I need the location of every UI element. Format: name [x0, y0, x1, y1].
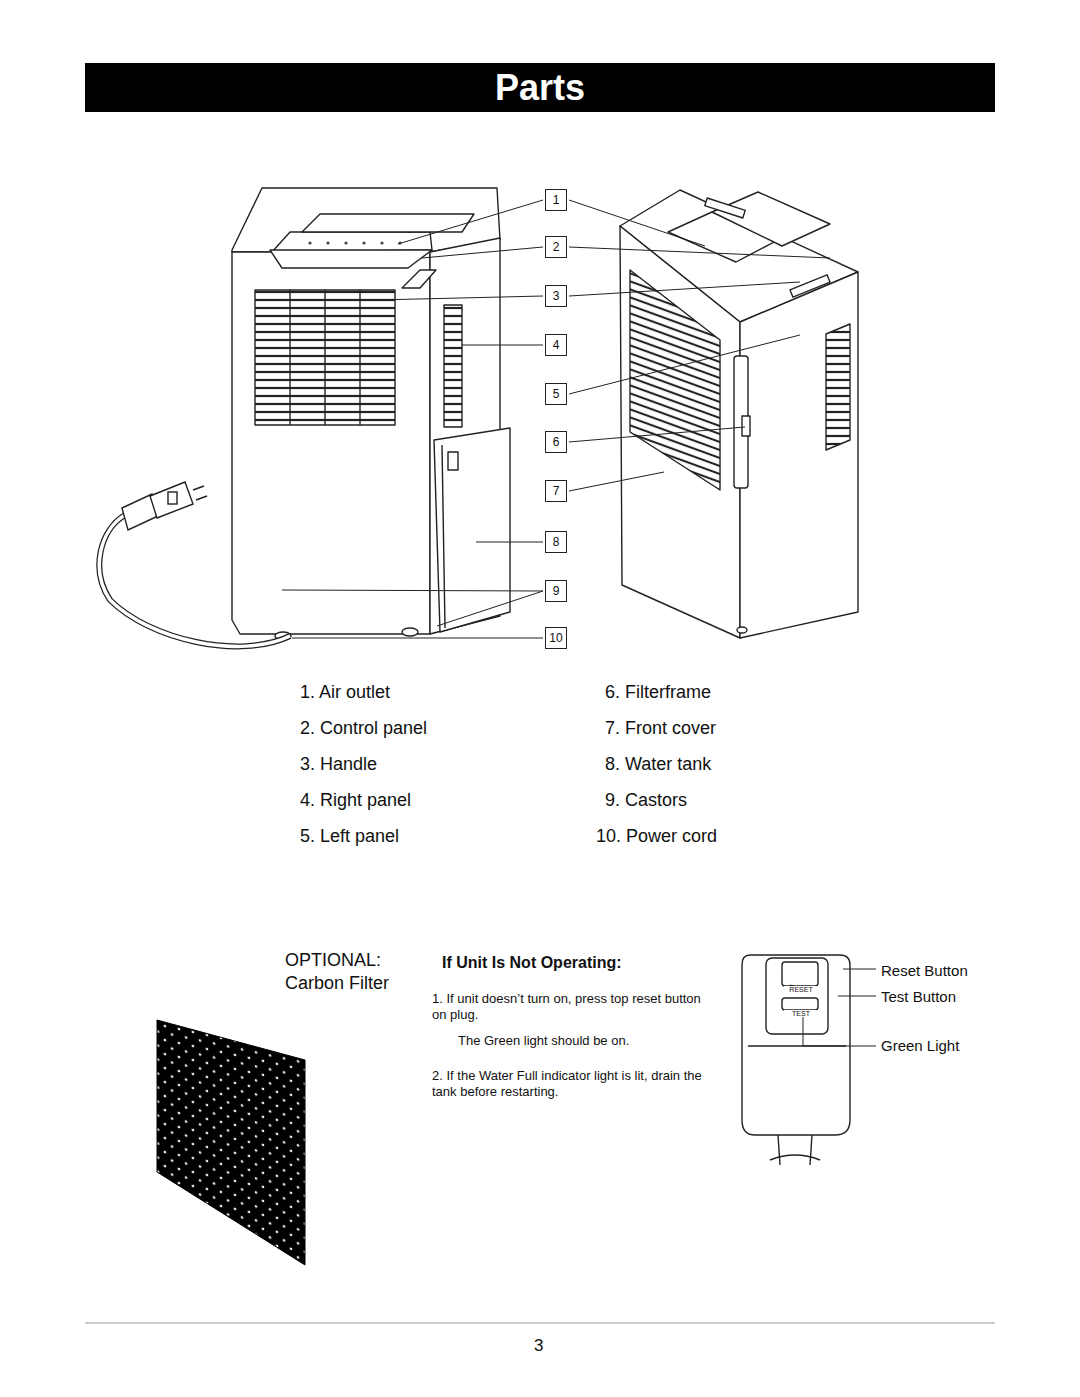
- callout-box: 1: [545, 189, 567, 211]
- page-number: 3: [534, 1335, 543, 1356]
- part-name: 7. Front cover: [605, 717, 716, 740]
- note-text: The Green light should be on.: [458, 1033, 629, 1049]
- part-name: 3. Handle: [300, 753, 377, 776]
- callout-number: 8: [546, 536, 566, 548]
- part-name: 10. Power cord: [596, 825, 717, 848]
- part-name: 5. Left panel: [300, 825, 399, 848]
- page-title: Parts: [495, 67, 585, 109]
- button-text: RESET: [784, 986, 818, 993]
- plug-part-name: Test Button: [881, 988, 956, 1007]
- callout-number: 2: [546, 241, 566, 253]
- plug-part-name: Green Light: [881, 1037, 959, 1056]
- note-text: 2. If the Water Full indicator light is …: [432, 1068, 722, 1101]
- note-heading: If Unit Is Not Operating:: [442, 953, 622, 973]
- callout-box: 7: [545, 480, 567, 502]
- part-name: 4. Right panel: [300, 789, 411, 812]
- part-name: 1. Air outlet: [300, 681, 390, 704]
- callout-box: 2: [545, 236, 567, 258]
- callout-number: 1: [546, 194, 566, 206]
- title-band: Parts: [85, 63, 995, 112]
- optional-note: OPTIONAL: Carbon Filter: [285, 949, 420, 994]
- callout-box: 3: [545, 285, 567, 307]
- button-text: TEST: [784, 1010, 818, 1017]
- note-text: 1. If unit doesn’t turn on, press top re…: [432, 991, 707, 1024]
- callout-box: 4: [545, 334, 567, 356]
- callout-box: 6: [545, 431, 567, 453]
- part-name: 8. Water tank: [605, 753, 711, 776]
- callout-number: 6: [546, 436, 566, 448]
- part-name: 2. Control panel: [300, 717, 427, 740]
- callout-box: 8: [545, 531, 567, 553]
- callout-box: 5: [545, 383, 567, 405]
- part-name: 6. Filterframe: [605, 681, 711, 704]
- callout-number: 7: [546, 485, 566, 497]
- callout-number: 4: [546, 339, 566, 351]
- plug-part-name: Reset Button: [881, 962, 968, 981]
- callout-number: 9: [546, 585, 566, 597]
- callout-number: 5: [546, 388, 566, 400]
- part-name: 9. Castors: [605, 789, 687, 812]
- callout-box: 9: [545, 580, 567, 602]
- callout-number: 10: [546, 632, 566, 644]
- callout-box: 10: [545, 627, 567, 649]
- callout-number: 3: [546, 290, 566, 302]
